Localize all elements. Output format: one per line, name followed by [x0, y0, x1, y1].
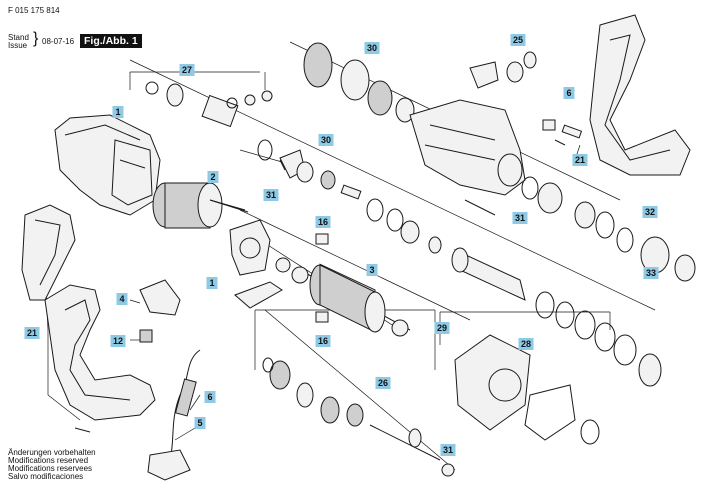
footer-line-2: Modifications reserved — [8, 456, 89, 465]
svg-text:30: 30 — [367, 43, 377, 53]
switch — [469, 51, 537, 89]
svg-text:1: 1 — [209, 278, 214, 288]
part-label-2: 2 — [207, 171, 219, 183]
svg-text:33: 33 — [646, 268, 656, 278]
part-label-16: 16 — [315, 335, 331, 347]
armature — [275, 257, 411, 337]
spindle-tube — [400, 220, 526, 301]
svg-text:27: 27 — [182, 65, 192, 75]
screws — [74, 139, 566, 433]
part-label-1: 1 — [112, 106, 124, 118]
footer-line-3: Modifications reservees — [8, 464, 93, 473]
svg-text:21: 21 — [575, 155, 585, 165]
clutch-assembly — [454, 334, 600, 445]
svg-text:31: 31 — [443, 445, 453, 455]
svg-text:31: 31 — [515, 213, 525, 223]
svg-text:21: 21 — [27, 328, 37, 338]
part-label-6: 6 — [204, 391, 216, 403]
svg-text:6: 6 — [207, 392, 212, 402]
svg-text:28: 28 — [521, 339, 531, 349]
part-label-5: 5 — [194, 417, 206, 429]
part-label-12: 12 — [110, 335, 126, 347]
field-winding — [152, 182, 246, 229]
part-label-33: 33 — [643, 267, 659, 279]
sealing-rings — [535, 291, 662, 387]
footer-line-1: Änderungen vorbehalten — [8, 448, 96, 457]
part-label-26: 26 — [375, 377, 391, 389]
part-label-30: 30 — [364, 42, 380, 54]
tool-holder — [521, 176, 696, 282]
gear-set — [303, 42, 415, 123]
brush-plate — [229, 219, 271, 276]
misc-parts — [209, 139, 496, 232]
rear-handle — [589, 14, 691, 176]
svg-text:16: 16 — [318, 336, 328, 346]
svg-text:1: 1 — [115, 107, 120, 117]
handle-shell-main — [44, 284, 156, 421]
part-label-6: 6 — [563, 87, 575, 99]
issue-date: 08-07-16 — [42, 37, 75, 46]
small-parts-27 — [145, 81, 273, 128]
part-label-31: 31 — [263, 189, 279, 201]
power-cord — [147, 349, 201, 481]
svg-text:12: 12 — [113, 336, 123, 346]
carbon-brush — [139, 279, 181, 343]
part-label-3: 3 — [366, 264, 378, 276]
issue-label: Issue — [8, 41, 28, 50]
part-label-1: 1 — [206, 277, 218, 289]
doc-number: F 015 175 814 — [8, 6, 60, 15]
intermediate-shaft — [262, 357, 455, 477]
bearing-clips — [315, 233, 329, 323]
svg-text:26: 26 — [378, 378, 388, 388]
part-label-31: 31 — [512, 212, 528, 224]
svg-text:6: 6 — [566, 88, 571, 98]
svg-text:29: 29 — [437, 323, 447, 333]
part-label-32: 32 — [642, 206, 658, 218]
svg-text:31: 31 — [266, 190, 276, 200]
svg-text:25: 25 — [513, 35, 523, 45]
footer-line-4: Salvo modificaciones — [8, 472, 84, 481]
svg-text:32: 32 — [645, 207, 655, 217]
part-label-21: 21 — [24, 327, 40, 339]
gear-housing — [409, 99, 526, 196]
svg-text:5: 5 — [197, 418, 202, 428]
part-label-30: 30 — [318, 134, 334, 146]
part-label-29: 29 — [434, 322, 450, 334]
brace: } — [33, 30, 39, 47]
brush-bracket — [234, 281, 283, 309]
figure-label: Fig./Abb. 1 — [80, 34, 142, 48]
svg-text:30: 30 — [321, 135, 331, 145]
svg-text:4: 4 — [119, 294, 124, 304]
part-label-4: 4 — [116, 293, 128, 305]
motor-housing — [54, 114, 161, 216]
svg-text:3: 3 — [369, 265, 374, 275]
small-parts-6 — [542, 119, 583, 139]
part-label-31: 31 — [440, 444, 456, 456]
part-label-16: 16 — [315, 216, 331, 228]
part-label-27: 27 — [179, 64, 195, 76]
part-label-21: 21 — [572, 154, 588, 166]
handle-shell-left — [21, 204, 76, 301]
svg-text:2: 2 — [210, 172, 215, 182]
svg-text:16: 16 — [318, 217, 328, 227]
part-label-28: 28 — [518, 338, 534, 350]
stand-label: Stand — [8, 33, 29, 42]
part-label-25: 25 — [510, 34, 526, 46]
